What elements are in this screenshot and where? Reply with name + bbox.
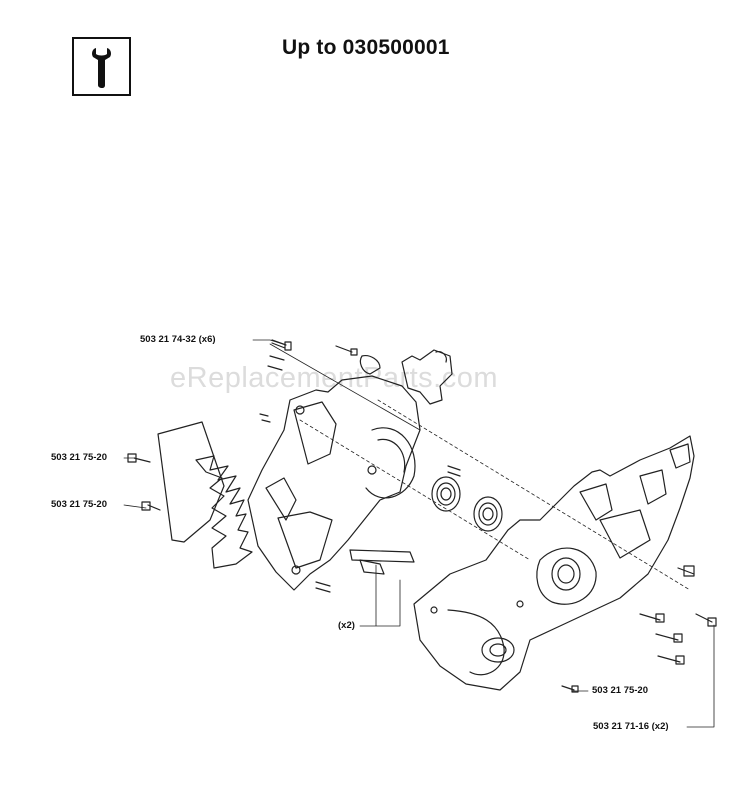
watermark: eReplacementParts.com: [170, 362, 499, 394]
callout-label: (x2): [338, 620, 355, 631]
callout-label: 503 21 71-16 (x2): [593, 721, 669, 732]
page-title: Up to 030500001: [282, 36, 450, 59]
screw-group-top: [267, 339, 381, 375]
callout-label: 503 21 75-20: [592, 685, 648, 696]
callout-label: 503 21 74-32 (x6): [140, 334, 216, 345]
bearing-right: [473, 496, 503, 532]
callout-label: 503 21 75-20: [51, 452, 107, 463]
bearing-left: [431, 476, 461, 512]
callout-label: 503 21 75-20: [51, 499, 107, 510]
wrench-icon: [72, 37, 131, 96]
